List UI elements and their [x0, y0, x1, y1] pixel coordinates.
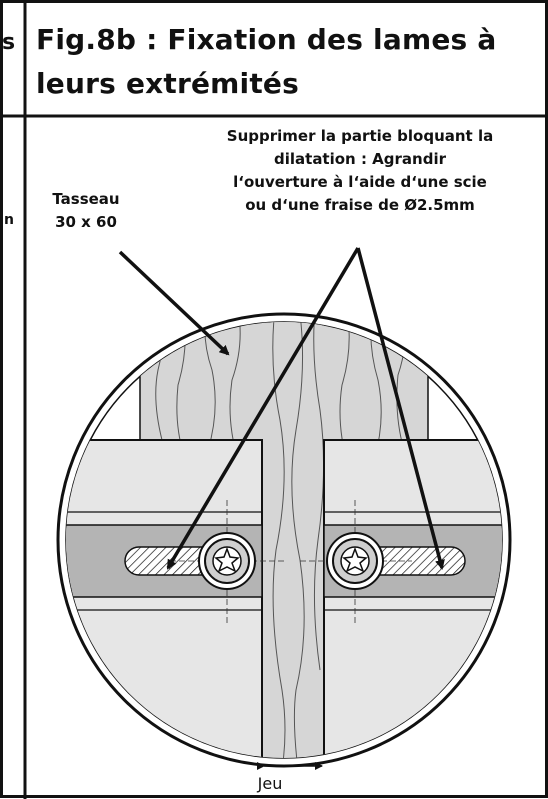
- left-body-fragment: n: [4, 212, 14, 228]
- right-board: [323, 439, 502, 758]
- left-torx-screw-icon: [170, 500, 285, 625]
- right-torx-screw-icon: [300, 500, 412, 625]
- jeu-label: Jeu: [257, 774, 283, 793]
- figure-header: Fig.8b : Fixation des lames à leurs extr…: [26, 8, 531, 108]
- figure-title: Fig.8b : Fixation des lames à leurs extr…: [36, 18, 496, 106]
- title-line-1: Fig.8b : Fixation des lames à: [36, 23, 497, 56]
- left-slot-arrow: [166, 247, 360, 570]
- magnified-detail: [56, 312, 512, 768]
- instruction-label: Supprimer la partie bloquant la dilatati…: [226, 127, 494, 214]
- right-slot-arrow: [356, 247, 445, 570]
- annotation-arrows: [118, 247, 445, 570]
- title-line-2: leurs extrémités: [36, 67, 299, 100]
- tasseau-label: Tasseau 30 x 60: [52, 190, 120, 231]
- left-header-fragment: s: [2, 30, 16, 55]
- tasseau-arrow: [118, 250, 230, 356]
- left-column-fragment: s n: [0, 0, 24, 797]
